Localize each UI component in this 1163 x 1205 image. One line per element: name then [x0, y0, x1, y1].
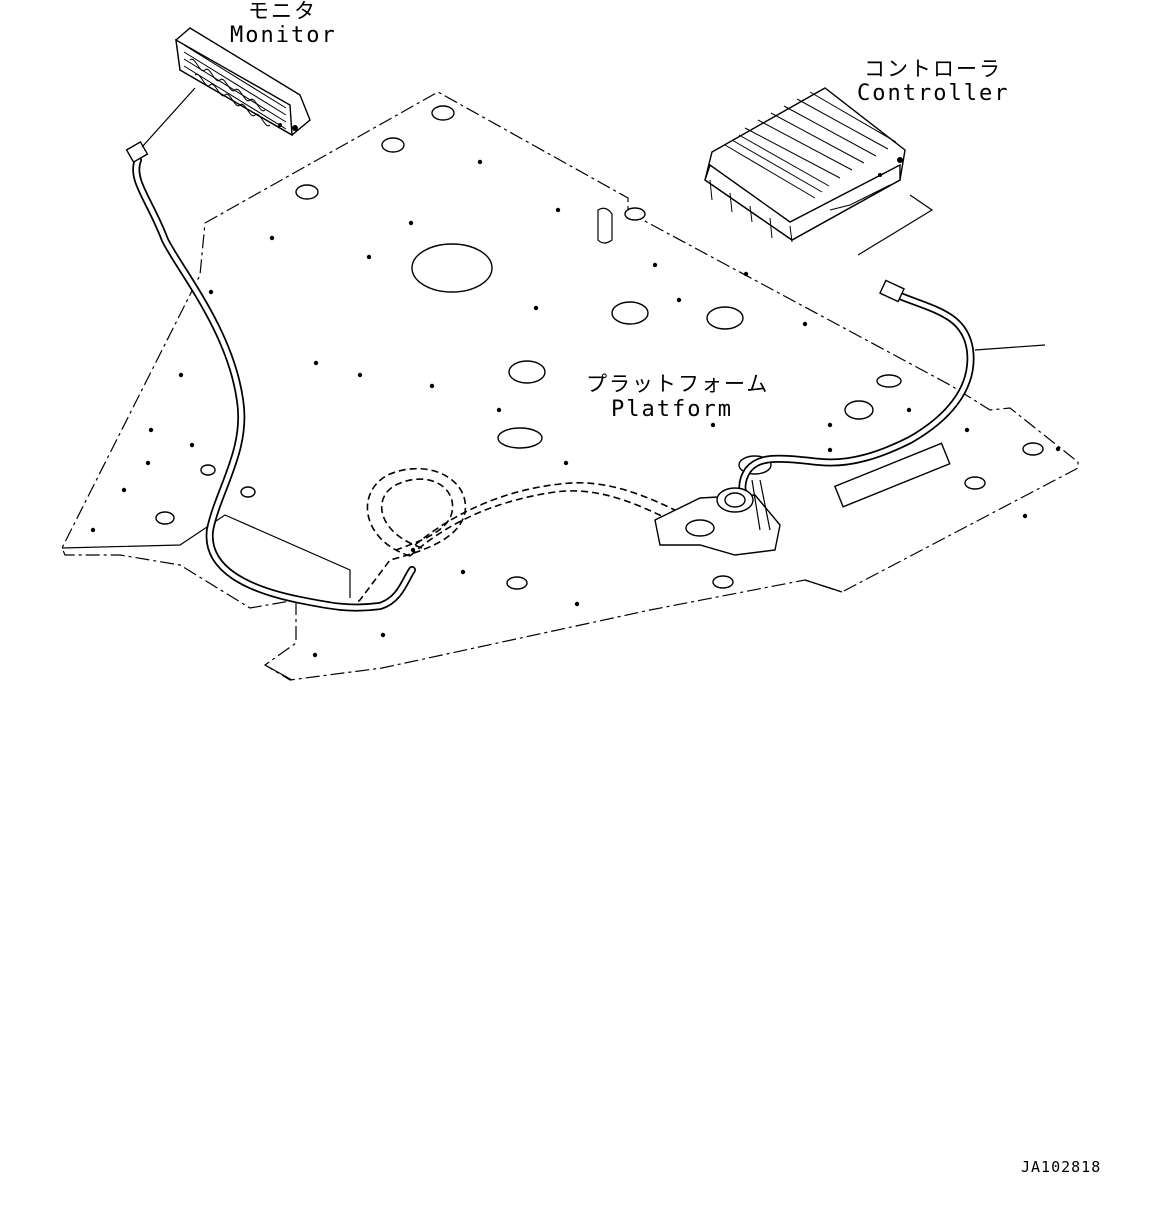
controller-label-en: Controller	[857, 81, 1010, 106]
platform-label-jp: プラットフォーム	[586, 372, 770, 396]
figure-code: JA102818	[1021, 1158, 1102, 1176]
monitor-cable	[125, 87, 416, 612]
controller-cable	[738, 194, 1046, 504]
platform-plate	[61, 91, 1079, 681]
controller-unit	[704, 87, 906, 243]
hidden-cable-route	[349, 467, 701, 609]
monitor-label-jp: モニタ	[248, 0, 317, 23]
monitor-label-en: Monitor	[230, 23, 337, 48]
controller-label-jp: コントローラ	[864, 57, 1002, 81]
monitor-unit	[175, 27, 311, 137]
platform-label-en: Platform	[611, 397, 733, 422]
pass-through-bracket	[654, 479, 781, 556]
bolt-dots	[90, 159, 1061, 658]
plate-holes	[155, 105, 1044, 590]
